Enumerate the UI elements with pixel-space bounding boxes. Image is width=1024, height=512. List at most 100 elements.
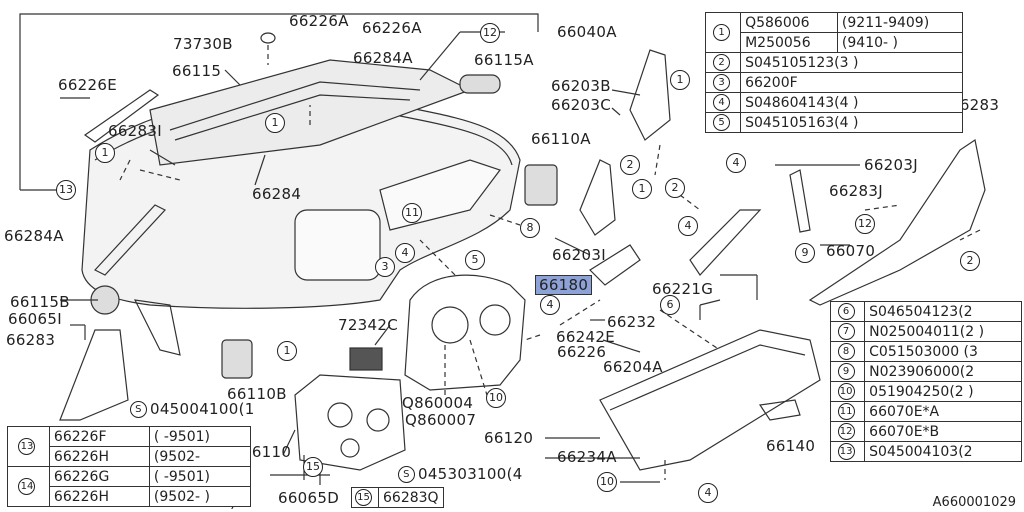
legend-row: 9 N023906000(2 xyxy=(829,361,1022,382)
legend-callout: 3 xyxy=(713,74,731,91)
part-label-66065I: 66065I xyxy=(8,310,62,328)
part-label-66110B: 66110B xyxy=(227,385,287,403)
callout-1: 1 xyxy=(632,179,652,199)
legend-callout: 4 xyxy=(713,94,731,111)
part-label-66115: 66115 xyxy=(172,62,222,80)
callout-9: 9 xyxy=(795,243,815,263)
legend-num: 3 xyxy=(704,72,742,93)
callout-13: 12 xyxy=(855,214,875,234)
callout-10: 10 xyxy=(597,472,617,492)
legend-num: 9 xyxy=(829,361,866,382)
legend-part: 66226H xyxy=(48,446,150,467)
legend-callout: 12 xyxy=(837,423,855,440)
legend-num: 8 xyxy=(829,341,866,362)
part-label-66204A: 66204A xyxy=(603,358,663,376)
part-label-66226A: 66226A xyxy=(289,12,349,30)
callout-14: 13 xyxy=(56,180,76,200)
legend-part: 66226G xyxy=(48,466,150,487)
part-label-66120: 66120 xyxy=(484,429,534,447)
legend-text: C051503000 (3 xyxy=(864,341,1022,362)
callout-1: 1 xyxy=(265,113,285,133)
part-label-66226A: 66226A xyxy=(362,19,422,37)
legend-row: 14 66226G ( -9501) xyxy=(7,466,252,507)
legend-row: 2 S045105123(3 ) xyxy=(704,52,963,73)
legend-text: S045105163(4 ) xyxy=(740,112,963,133)
legend-num: 5 xyxy=(704,112,742,133)
legend-num: 2 xyxy=(704,52,742,73)
legend-text: 66200F xyxy=(740,72,963,93)
screw-symbol-s: S xyxy=(398,466,415,483)
callout-7: 5 xyxy=(465,250,485,270)
legend-num: 12 xyxy=(829,421,866,442)
legend-row: 13 66226F ( -9501) xyxy=(7,426,252,467)
part-label-Q860007: Q860007 xyxy=(405,411,477,429)
part-label-Q860004: Q860004 xyxy=(402,394,474,412)
legend-num: 4 xyxy=(704,92,742,113)
part-label-66203J: 66203J xyxy=(864,156,918,174)
legend-num: 1 xyxy=(704,12,742,53)
legend-callout: 7 xyxy=(837,323,855,340)
legend-row: 13 S045004103(2 xyxy=(829,441,1022,462)
legend-callout: 8 xyxy=(837,343,855,360)
part-label-66283: 66283 xyxy=(6,331,56,349)
legend-num: 13 xyxy=(7,426,50,467)
legend-callout: 11 xyxy=(837,403,855,420)
legend-callout: 2 xyxy=(713,54,731,71)
part-label-66115A: 66115A xyxy=(474,51,534,69)
legend-callout: 14 xyxy=(18,478,36,495)
part-label-66203B: 66203B xyxy=(551,77,611,95)
part-label-72342C: 72342C xyxy=(338,316,398,334)
callout-2: 2 xyxy=(665,178,685,198)
legend-num: 6 xyxy=(829,301,866,322)
part-label-66284: 66284 xyxy=(252,185,302,203)
callout-5: 4 xyxy=(540,295,560,315)
legend-row: 66226H (9502- ) xyxy=(8,486,252,507)
part-label-73730B: 73730B xyxy=(173,35,233,53)
legend-callout: 13 xyxy=(837,443,855,460)
callout-13: 12 xyxy=(480,23,500,43)
part-label-66284A: 66284A xyxy=(353,49,413,67)
part-label-66065D: 66065D xyxy=(278,489,340,507)
callout-4: 4 xyxy=(395,243,415,263)
reference-id: A660001029 xyxy=(932,495,1016,510)
callout-6: 6 xyxy=(660,295,680,315)
legend-callout: 9 xyxy=(837,363,855,380)
part-label-66070: 66070 xyxy=(826,242,876,260)
legend-num: 7 xyxy=(829,321,866,342)
legend-text: 66070E*B xyxy=(864,421,1022,442)
callout-1: 1 xyxy=(277,341,297,361)
part-label-66115B: 66115B xyxy=(10,293,70,311)
part-label-66180-highlighted[interactable]: 66180 xyxy=(535,275,593,295)
legend-text: S045004103(2 xyxy=(864,441,1022,462)
legend-range: ( -9501) xyxy=(148,466,252,487)
legend-row: 5 S045105163(4 ) xyxy=(704,112,963,133)
callout-1: 1 xyxy=(95,143,115,163)
part-label-66234A: 66234A xyxy=(557,448,617,466)
legend-callout: 5 xyxy=(713,114,731,131)
part-label-66283J: 66283J xyxy=(829,182,883,200)
part-label-66284A: 66284A xyxy=(4,227,64,245)
legend-range: (9502- ) xyxy=(148,486,252,507)
legend-row: 15 66283Q xyxy=(351,487,444,508)
legend-range: (9211-9409) xyxy=(836,12,964,33)
callout-8: 8 xyxy=(520,218,540,238)
legend-row: 8 C051503000 (3 xyxy=(829,341,1022,362)
part-label-66242E: 66242E xyxy=(556,328,615,346)
legend-text: M250056 xyxy=(740,32,838,53)
legend-num: 10 xyxy=(829,381,866,402)
legend-num: 13 xyxy=(829,441,866,462)
legend-part: 66283Q xyxy=(378,487,444,508)
callout-1: 1 xyxy=(670,70,690,90)
callout-11: 10 xyxy=(486,388,506,408)
legend-row: 12 66070E*B xyxy=(829,421,1022,442)
legend-text: N023906000(2 xyxy=(864,361,1022,382)
legend-range: ( -9501) xyxy=(148,426,252,447)
legend-range: (9502- xyxy=(148,446,252,467)
legend-table-bottom: 13 66226F ( -9501) 66226H (9502- 14 6622… xyxy=(7,426,252,507)
